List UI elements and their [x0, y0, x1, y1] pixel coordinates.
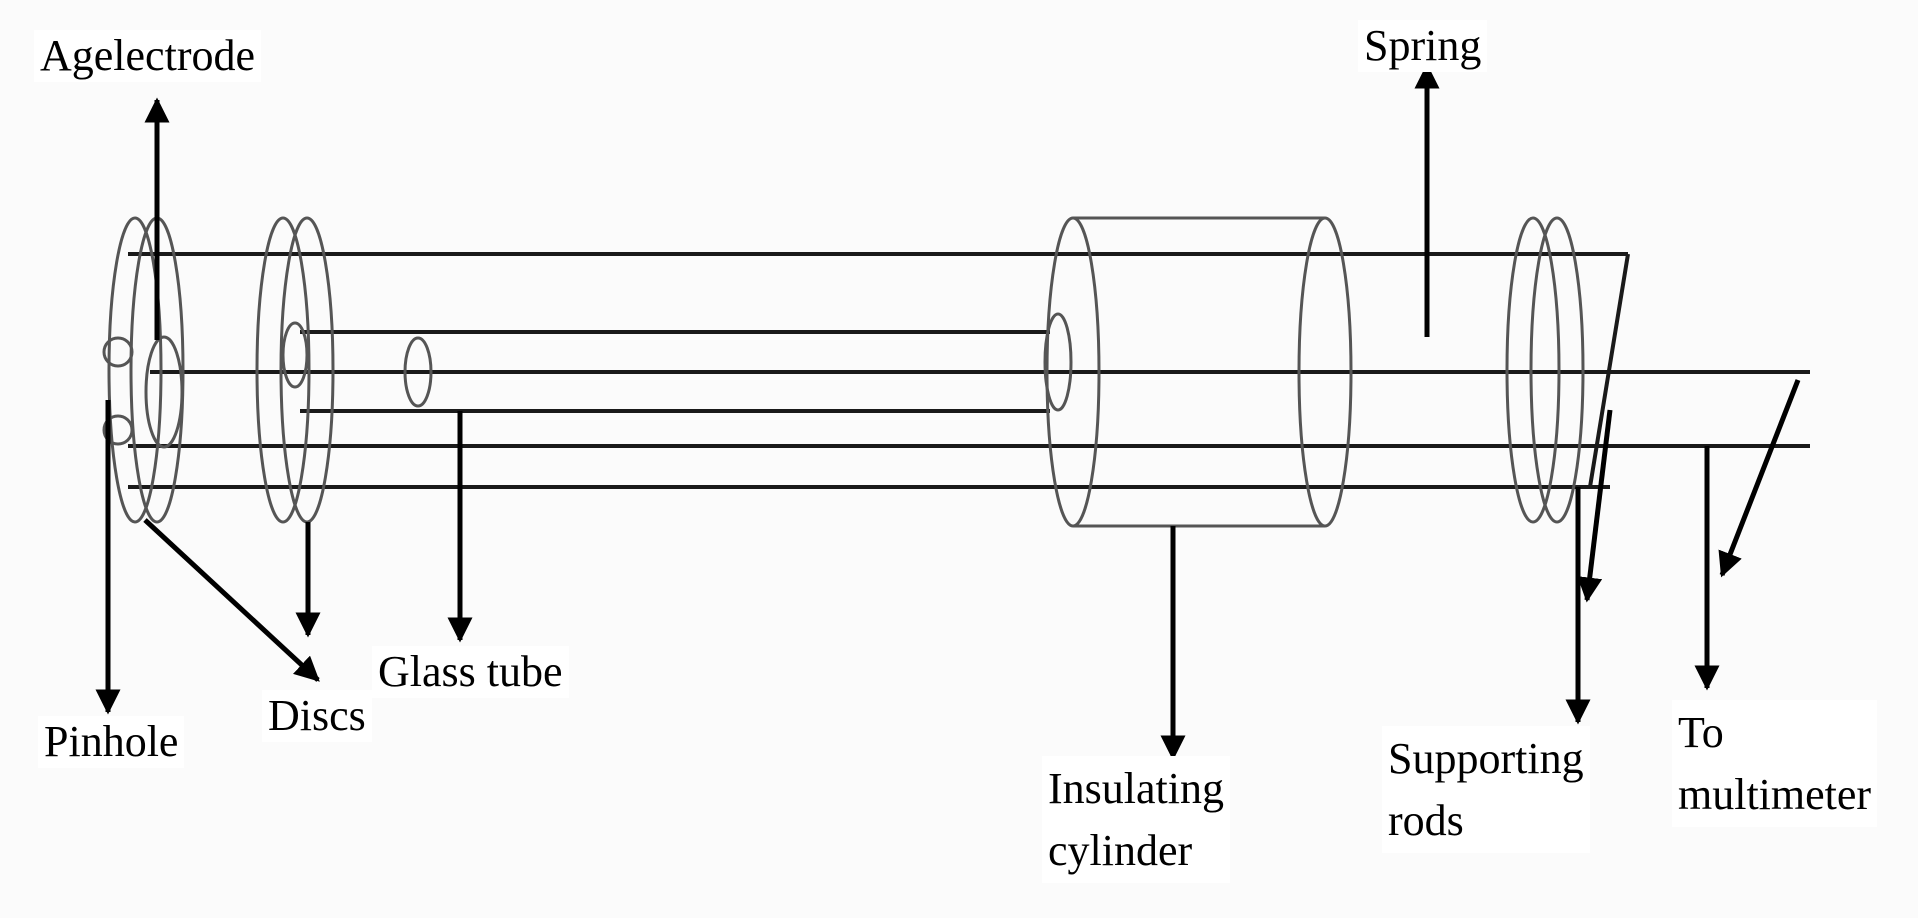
label-supporting-rods: Supporting rods: [1382, 726, 1590, 854]
right-disc-group: [1505, 216, 1585, 524]
label-insulating-cylinder-line2: cylinder: [1048, 825, 1193, 875]
leader-arrows: [95, 63, 1801, 761]
label-discs: Discs: [262, 690, 372, 742]
second-disc-hole: [281, 321, 309, 389]
left-disc-outer: [107, 216, 163, 524]
label-to-multimeter: To multimeter: [1672, 700, 1878, 828]
right-disc-outer: [1505, 216, 1561, 524]
left-disc-hub: [144, 335, 184, 449]
label-supporting-rods-line2: rods: [1388, 795, 1464, 845]
label-to-multimeter-line1: To: [1678, 708, 1724, 757]
label-spring: Spring: [1358, 20, 1488, 72]
second-disc-outer: [255, 216, 311, 524]
label-to-multimeter-line2: multimeter: [1678, 769, 1872, 819]
label-supporting-rods-line1: Supporting: [1388, 734, 1584, 783]
frame-rods: [128, 252, 1810, 489]
pinhole-lower: [102, 414, 134, 446]
cylinder-tube-end: [1043, 312, 1073, 412]
multimeter-arrow-b: [1718, 379, 1801, 578]
label-insulating-cylinder: Insulating cylinder: [1042, 756, 1230, 884]
label-pinhole: Pinhole: [38, 716, 185, 768]
right-disc-inner: [1529, 216, 1585, 524]
glass-tube-ring: [403, 336, 433, 408]
rod-arrow-b: [1577, 409, 1613, 603]
end-slant: [1588, 253, 1630, 488]
label-glass-tube: Glass tube: [372, 646, 569, 698]
label-insulating-cylinder-line1: Insulating: [1048, 764, 1224, 813]
label-agelectrode: Agelectrode: [34, 30, 261, 82]
disc-arrow-b: [143, 518, 320, 682]
insulating-cylinder: [1043, 216, 1353, 528]
pinhole-upper: [102, 336, 134, 368]
